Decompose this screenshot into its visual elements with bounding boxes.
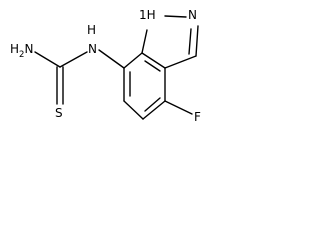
bond-c4-c5-inner <box>144 97 161 112</box>
bond-c7-c7a <box>123 52 143 69</box>
atom-ring-nh: 1H <box>139 8 156 22</box>
atom-nh2-subscript: 2 <box>19 50 24 60</box>
atom-s: S <box>55 106 63 120</box>
atom-nh-n: N <box>88 42 97 56</box>
atom-nh2-h: H <box>10 42 19 56</box>
bond-n2-c3 <box>195 25 199 57</box>
bond-c7a-c3a <box>141 52 166 69</box>
bond-c5-c6 <box>123 100 144 120</box>
bond-c4-f <box>164 100 193 115</box>
atom-ring-n: N <box>188 8 197 22</box>
bond-nh-c7 <box>98 49 125 69</box>
bond-c4-c5 <box>142 100 166 120</box>
atom-nh2-n: N <box>24 42 33 56</box>
atom-nh-h: H <box>87 23 96 37</box>
atom-f: F <box>194 110 201 124</box>
bond-c7a-n1 <box>141 29 148 54</box>
bond-n2-c3-inner <box>188 28 192 55</box>
bond-layer <box>34 15 199 120</box>
bond-nh2-c <box>34 51 61 68</box>
bond-n1-n2 <box>164 15 187 18</box>
molecule-structure: H2N S H N 1H N F <box>10 8 201 124</box>
bond-c-nh <box>59 51 88 68</box>
bond-c3-c3a <box>164 55 197 69</box>
bond-c7a-c3a-inner <box>144 60 161 72</box>
atom-labels: H2N S H N 1H N F <box>10 8 201 124</box>
atom-nh2: H2N <box>10 42 33 60</box>
